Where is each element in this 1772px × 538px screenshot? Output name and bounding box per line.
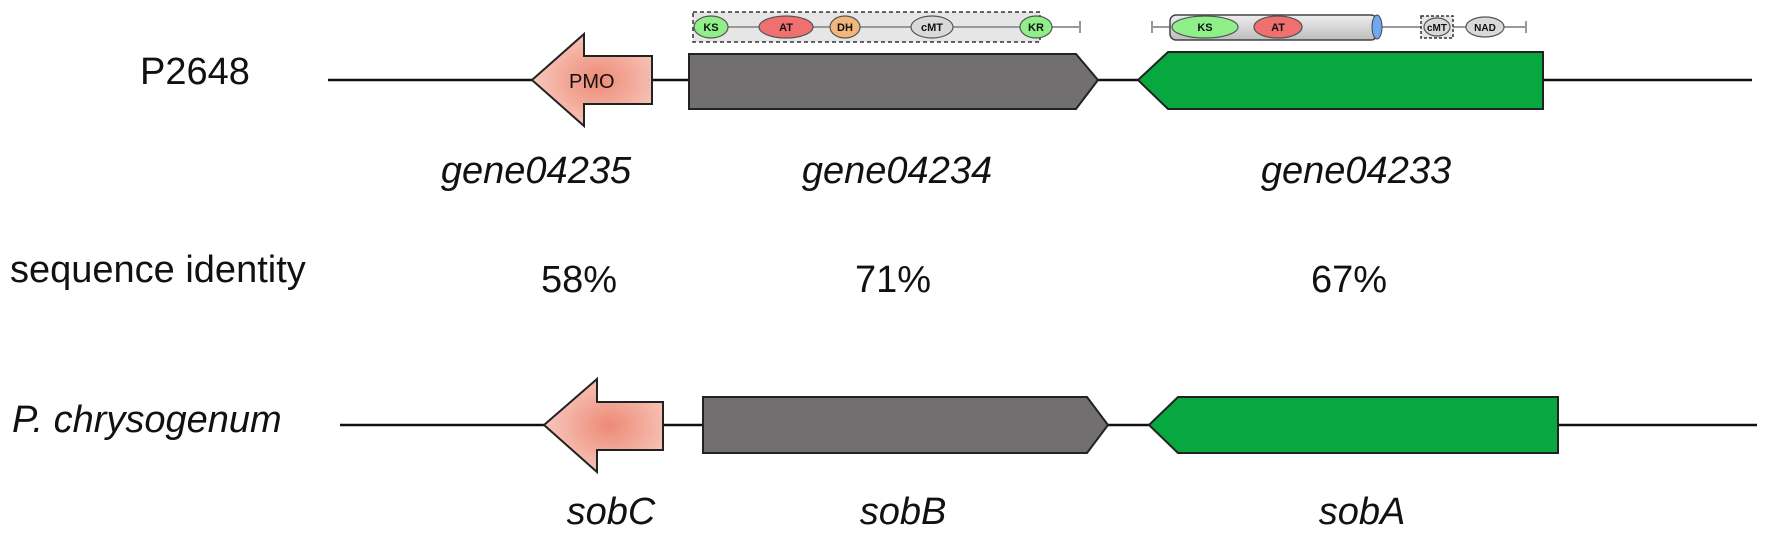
gene04233-at-label: AT	[1271, 22, 1285, 34]
gene04233-domain-architecture: KS AT cMT NAD	[1151, 14, 1527, 41]
gene04234-cmt-label: cMT	[921, 22, 943, 34]
sobb-label: sobB	[860, 491, 947, 533]
gene04233-ks-domain	[1171, 15, 1239, 39]
gene04234-dh-label: DH	[837, 22, 853, 34]
gene04234-cmt-domain	[910, 15, 954, 39]
sobb-arrow	[702, 396, 1110, 454]
identity-gene2: 71%	[855, 259, 931, 301]
gene04233-module-end-cap	[1371, 14, 1383, 40]
identity-gene3: 67%	[1311, 259, 1387, 301]
gene04234-ks-label: KS	[703, 22, 718, 34]
row-label-p2648: P2648	[140, 51, 250, 93]
soba-label: sobA	[1319, 491, 1406, 533]
gene04234-domain-architecture: KS AT DH cMT KR	[692, 11, 1081, 43]
gene04234-label: gene04234	[802, 150, 992, 192]
soba-arrow	[1147, 396, 1559, 454]
sobc-arrow	[542, 376, 664, 475]
gene04234-kr-label: KR	[1028, 22, 1044, 34]
gene04233-nad-domain	[1465, 16, 1505, 38]
sobc-label: sobC	[567, 491, 656, 533]
gene04233-nad-label: NAD	[1474, 23, 1496, 34]
gene04235-label: gene04235	[441, 150, 632, 192]
gene04234-at-label: AT	[779, 22, 793, 34]
gene04235-arrow-shape	[530, 31, 653, 129]
sequence-identity-label: sequence identity	[10, 249, 306, 291]
gene04233-ks-label: KS	[1197, 22, 1212, 34]
gene04233-label: gene04233	[1261, 150, 1451, 192]
gene04233-arrow	[1136, 51, 1544, 110]
gene04234-kr-domain	[1019, 15, 1053, 39]
identity-gene1: 58%	[541, 259, 617, 301]
gene04233-cmt-domain	[1423, 17, 1451, 37]
gene04234-at-domain	[758, 15, 814, 39]
gene04233-cmt-label: cMT	[1427, 23, 1447, 34]
gene04234-arrow	[688, 53, 1100, 110]
pmo-domain-label: PMO	[569, 71, 615, 93]
row-label-p-chrysogenum: P. chrysogenum	[12, 399, 282, 441]
gene04234-ks-domain	[693, 15, 729, 39]
gene04234-dh-domain	[829, 15, 861, 39]
gene04233-at-domain	[1253, 15, 1303, 39]
